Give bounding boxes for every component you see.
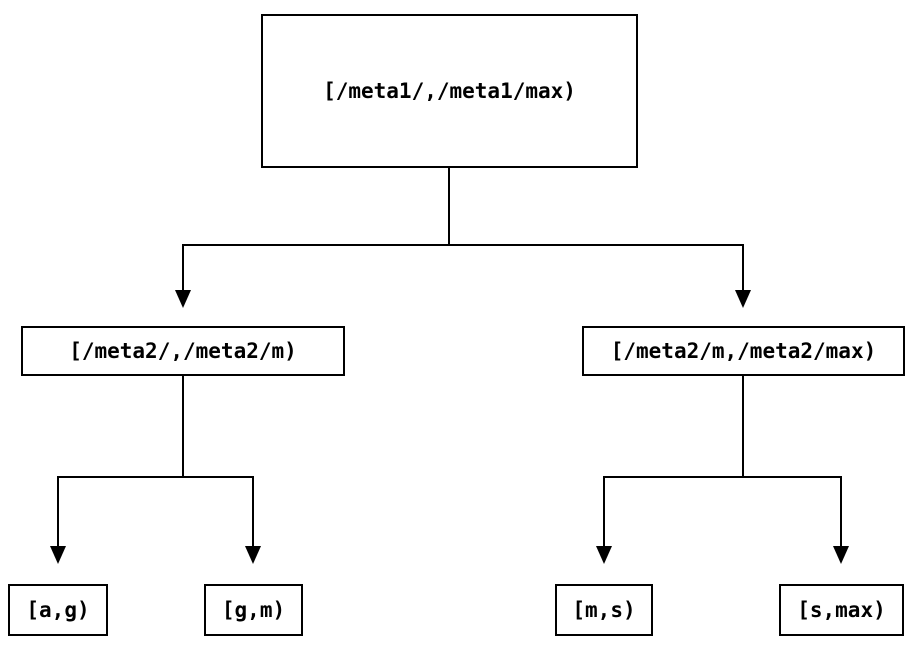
arrow-down-icon [833,546,849,564]
connector-right-drop-1 [603,476,605,546]
leaf-g-m-label: [g,m) [221,598,286,622]
node-meta2-right: [/meta2/m,/meta2/max) [582,326,905,376]
connector-left-branch [57,476,254,478]
connector-left-drop-2 [252,476,254,546]
connector-root-branch [182,244,744,246]
connector-drop-left [182,244,184,290]
leaf-a-g: [a,g) [8,584,108,636]
leaf-m-s-label: [m,s) [572,598,636,622]
arrow-down-icon [735,290,751,308]
leaf-s-max-label: [s,max) [797,598,886,622]
connector-right-stem [742,376,744,478]
connector-root-stem [448,168,450,246]
node-meta2-right-label: [/meta2/m,/meta2/max) [610,339,877,363]
leaf-m-s: [m,s) [555,584,653,636]
node-meta2-left: [/meta2/,/meta2/m) [21,326,345,376]
connector-drop-right [742,244,744,290]
arrow-down-icon [175,290,191,308]
connector-right-drop-2 [840,476,842,546]
node-meta2-left-label: [/meta2/,/meta2/m) [69,339,297,363]
connector-left-stem [182,376,184,478]
leaf-g-m: [g,m) [204,584,303,636]
arrow-down-icon [596,546,612,564]
connector-left-drop-1 [57,476,59,546]
node-root: [/meta1/,/meta1/max) [261,14,638,168]
leaf-a-g-label: [a,g) [26,598,90,622]
arrow-down-icon [245,546,261,564]
node-root-label: [/meta1/,/meta1/max) [323,79,576,103]
connector-right-branch [603,476,842,478]
leaf-s-max: [s,max) [779,584,904,636]
arrow-down-icon [50,546,66,564]
